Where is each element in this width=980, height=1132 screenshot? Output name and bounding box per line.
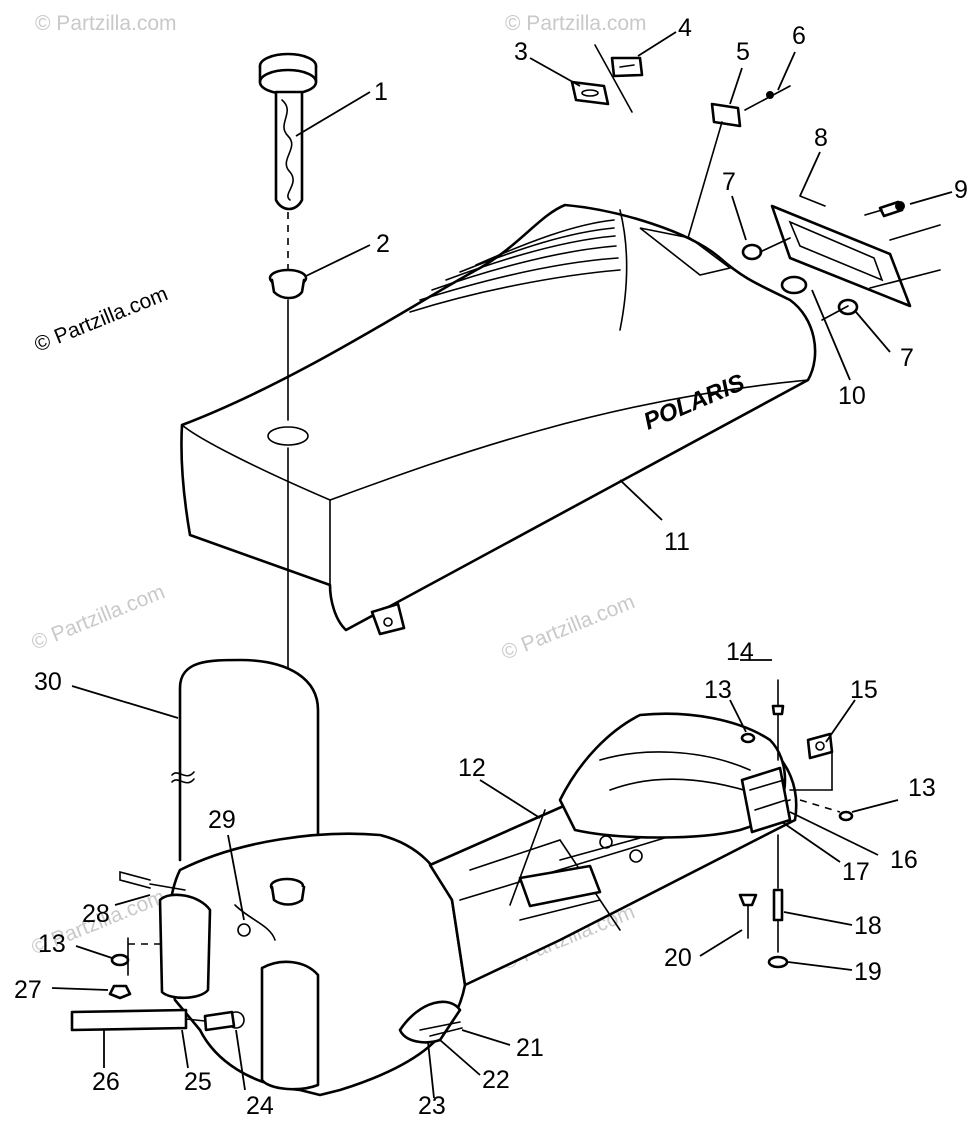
callout-17: 17	[842, 858, 870, 886]
callout-28: 28	[82, 900, 110, 928]
callout-18: 18	[854, 912, 882, 940]
fuel-tank-assembly	[70, 658, 467, 1097]
callout-11: 11	[664, 528, 690, 556]
watermark-mid-center: © Partzilla.com	[498, 590, 638, 664]
callout-13-right: 13	[908, 774, 936, 802]
callout-15: 15	[850, 676, 878, 704]
callout-25: 25	[184, 1068, 212, 1096]
callout-6: 6	[792, 22, 806, 50]
callout-7-upper: 7	[722, 168, 736, 196]
callout-22: 22	[482, 1066, 510, 1094]
seat: POLARIS	[180, 203, 817, 636]
callout-29: 29	[208, 806, 236, 834]
watermark-top-left: © Partzilla.com	[35, 12, 177, 35]
callout-10: 10	[838, 382, 866, 410]
callout-21: 21	[516, 1034, 544, 1062]
tail-light-assembly	[741, 195, 941, 321]
callout-7-lower: 7	[900, 344, 914, 372]
small-plates	[570, 44, 791, 239]
callout-13-upper: 13	[704, 676, 732, 704]
watermark-mid-left: © Partzilla.com	[28, 580, 168, 654]
callout-9: 9	[954, 176, 968, 204]
callout-5: 5	[736, 38, 750, 66]
callout-12: 12	[458, 754, 486, 782]
callout-30: 30	[34, 668, 62, 696]
callout-26: 26	[92, 1068, 120, 1096]
leader-lines	[51, 31, 953, 1099]
callout-8: 8	[814, 124, 828, 152]
callout-1: 1	[374, 78, 388, 106]
fuel-cap-assembly	[258, 52, 318, 876]
callout-23: 23	[418, 1092, 446, 1120]
callout-2: 2	[376, 230, 390, 258]
callout-13-left: 13	[38, 930, 66, 958]
callout-14: 14	[726, 638, 754, 666]
callout-27: 27	[14, 976, 42, 1004]
callout-16: 16	[890, 846, 918, 874]
callout-24: 24	[246, 1092, 274, 1120]
callout-3: 3	[514, 38, 528, 66]
callout-4: 4	[678, 14, 692, 42]
watermark-top-center: © Partzilla.com	[505, 12, 647, 35]
watermark-main: © Partzilla.com	[31, 282, 171, 356]
callouts: 1 2 3 4 5 6 7 7 8 9 10 11 12 13 13 13 14…	[14, 14, 968, 1120]
chassis-tray	[428, 679, 854, 987]
callout-20: 20	[664, 944, 692, 972]
callout-19: 19	[854, 958, 882, 986]
